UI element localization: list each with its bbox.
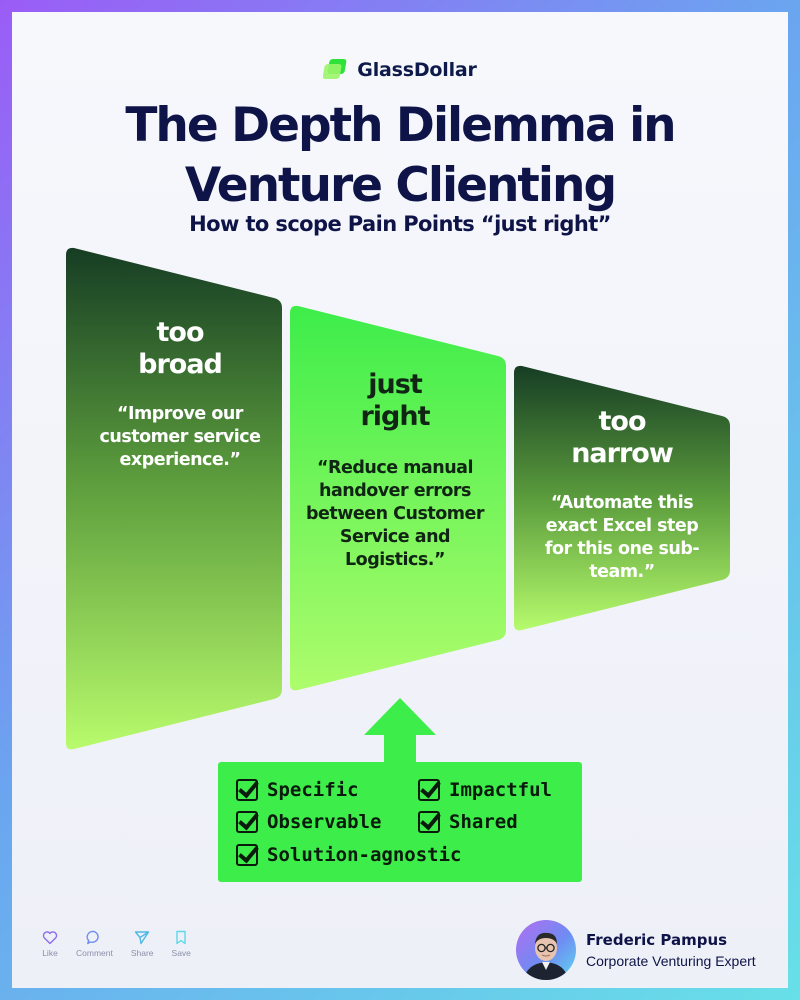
card-too-narrow-quote: “Automate this exact Excel step for this… [544,493,700,582]
criterion-label: Observable [267,811,382,833]
share-label: Share [130,948,154,958]
card-too-broad-quote: “Improve our customer service experience… [99,404,261,470]
author-role: Corporate Venturing Expert [586,953,756,969]
checkbox-checked-icon [236,779,258,801]
bookmark-icon [176,930,186,945]
card-just-right-label: just right [360,369,430,432]
author-portrait [524,932,568,980]
scope-cards [66,247,730,764]
criterion-label: Impactful [449,779,552,801]
card-too-narrow-text: too narrow “Automate this exact Excel st… [536,406,708,584]
card-just-right-quote: “Reduce manual handover errors between C… [305,458,485,570]
author-name: Frederic Pampus [586,931,728,949]
card-just-right-text: just right “Reduce manual handover error… [290,369,500,572]
share-button[interactable]: Share [131,930,154,958]
send-icon [134,931,150,945]
card-too-broad [66,247,282,750]
title-line-2: Venture Clienting [184,158,617,213]
comment-label: Comment [76,948,113,958]
criteria-box: Specific Impactful Observable Shared Sol… [218,762,582,882]
like-button[interactable]: Like [42,930,58,958]
author-info: Frederic Pampus Corporate Venturing Expe… [586,931,756,969]
criterion-label: Specific [267,779,359,801]
page-title: The Depth Dilemma in Venture Clienting [12,96,788,216]
comment-button[interactable]: Comment [76,930,113,958]
brand-name: GlassDollar [357,59,477,81]
criterion-item: Specific [236,779,359,801]
criterion-label: Shared [449,811,518,833]
arrow-up-icon [364,698,436,764]
post-actions: Like Comment Share Save [42,930,191,958]
checkbox-checked-icon [236,844,258,866]
title-line-1: The Depth Dilemma in [125,98,676,153]
card-too-narrow-label: too narrow [571,406,674,469]
heart-icon [42,931,58,945]
save-button[interactable]: Save [172,930,191,958]
criterion-item: Shared [418,811,518,833]
author-card: Frederic Pampus Corporate Venturing Expe… [516,920,756,980]
comment-icon [86,930,100,945]
brand-logo: GlassDollar [12,58,788,82]
card-just-right [290,305,506,691]
criterion-label: Solution-agnostic [267,844,462,866]
checkbox-checked-icon [418,811,440,833]
card-too-broad-label: too broad [138,317,223,380]
card-too-broad-text: too broad “Improve our customer service … [80,317,280,472]
like-label: Like [42,948,58,958]
criterion-item: Observable [236,811,381,833]
checkbox-checked-icon [418,779,440,801]
glassdollar-logo-icon [323,59,347,79]
criterion-item: Impactful [418,779,552,801]
card-too-narrow [514,365,730,631]
criterion-item: Solution-agnostic [236,844,461,866]
avatar [516,920,576,980]
checkbox-checked-icon [236,811,258,833]
page-subtitle: How to scope Pain Points “just right” [189,212,611,236]
poster: GlassDollar The Depth Dilemma in Venture… [12,12,788,988]
save-label: Save [171,948,191,958]
